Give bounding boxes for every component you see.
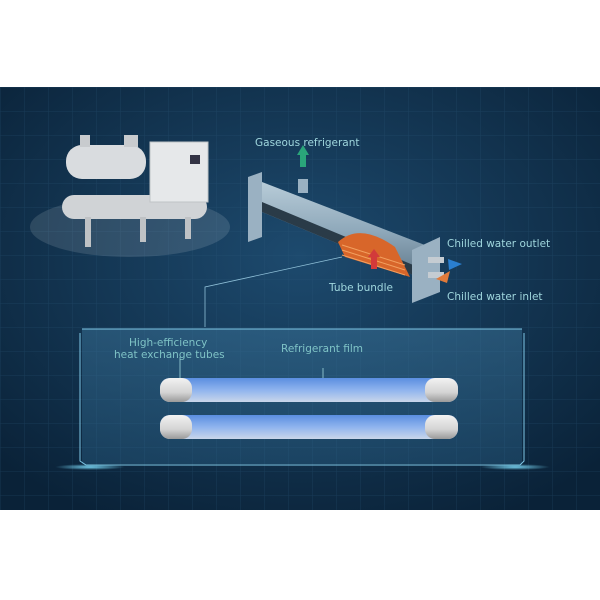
tube-lower (160, 415, 458, 439)
label-chilled-water-outlet: Chilled water outlet (447, 238, 551, 250)
diagram-scene: Gaseous refrigerant Chilled water outlet… (0, 87, 600, 510)
tube-upper (160, 378, 458, 402)
label-tube-bundle: Tube bundle (329, 282, 393, 294)
chiller-unit-image (30, 135, 230, 257)
label-high-efficiency-line2: heat exchange tubes (114, 349, 225, 361)
label-high-efficiency-line1: High-efficiency (129, 337, 208, 349)
diagram-graphic (0, 87, 600, 510)
tube-detail-panel (55, 328, 550, 470)
outlet-arrow-icon (448, 259, 462, 270)
inlet-arrow-icon (436, 271, 450, 283)
tube-bundle-arrow-icon (368, 249, 380, 269)
evaporator-image (204, 145, 462, 327)
label-chilled-water-inlet: Chilled water inlet (447, 291, 543, 303)
gas-arrow-icon (297, 145, 309, 167)
label-refrigerant-film: Refrigerant film (281, 343, 363, 355)
label-gaseous-refrigerant: Gaseous refrigerant (255, 137, 360, 149)
